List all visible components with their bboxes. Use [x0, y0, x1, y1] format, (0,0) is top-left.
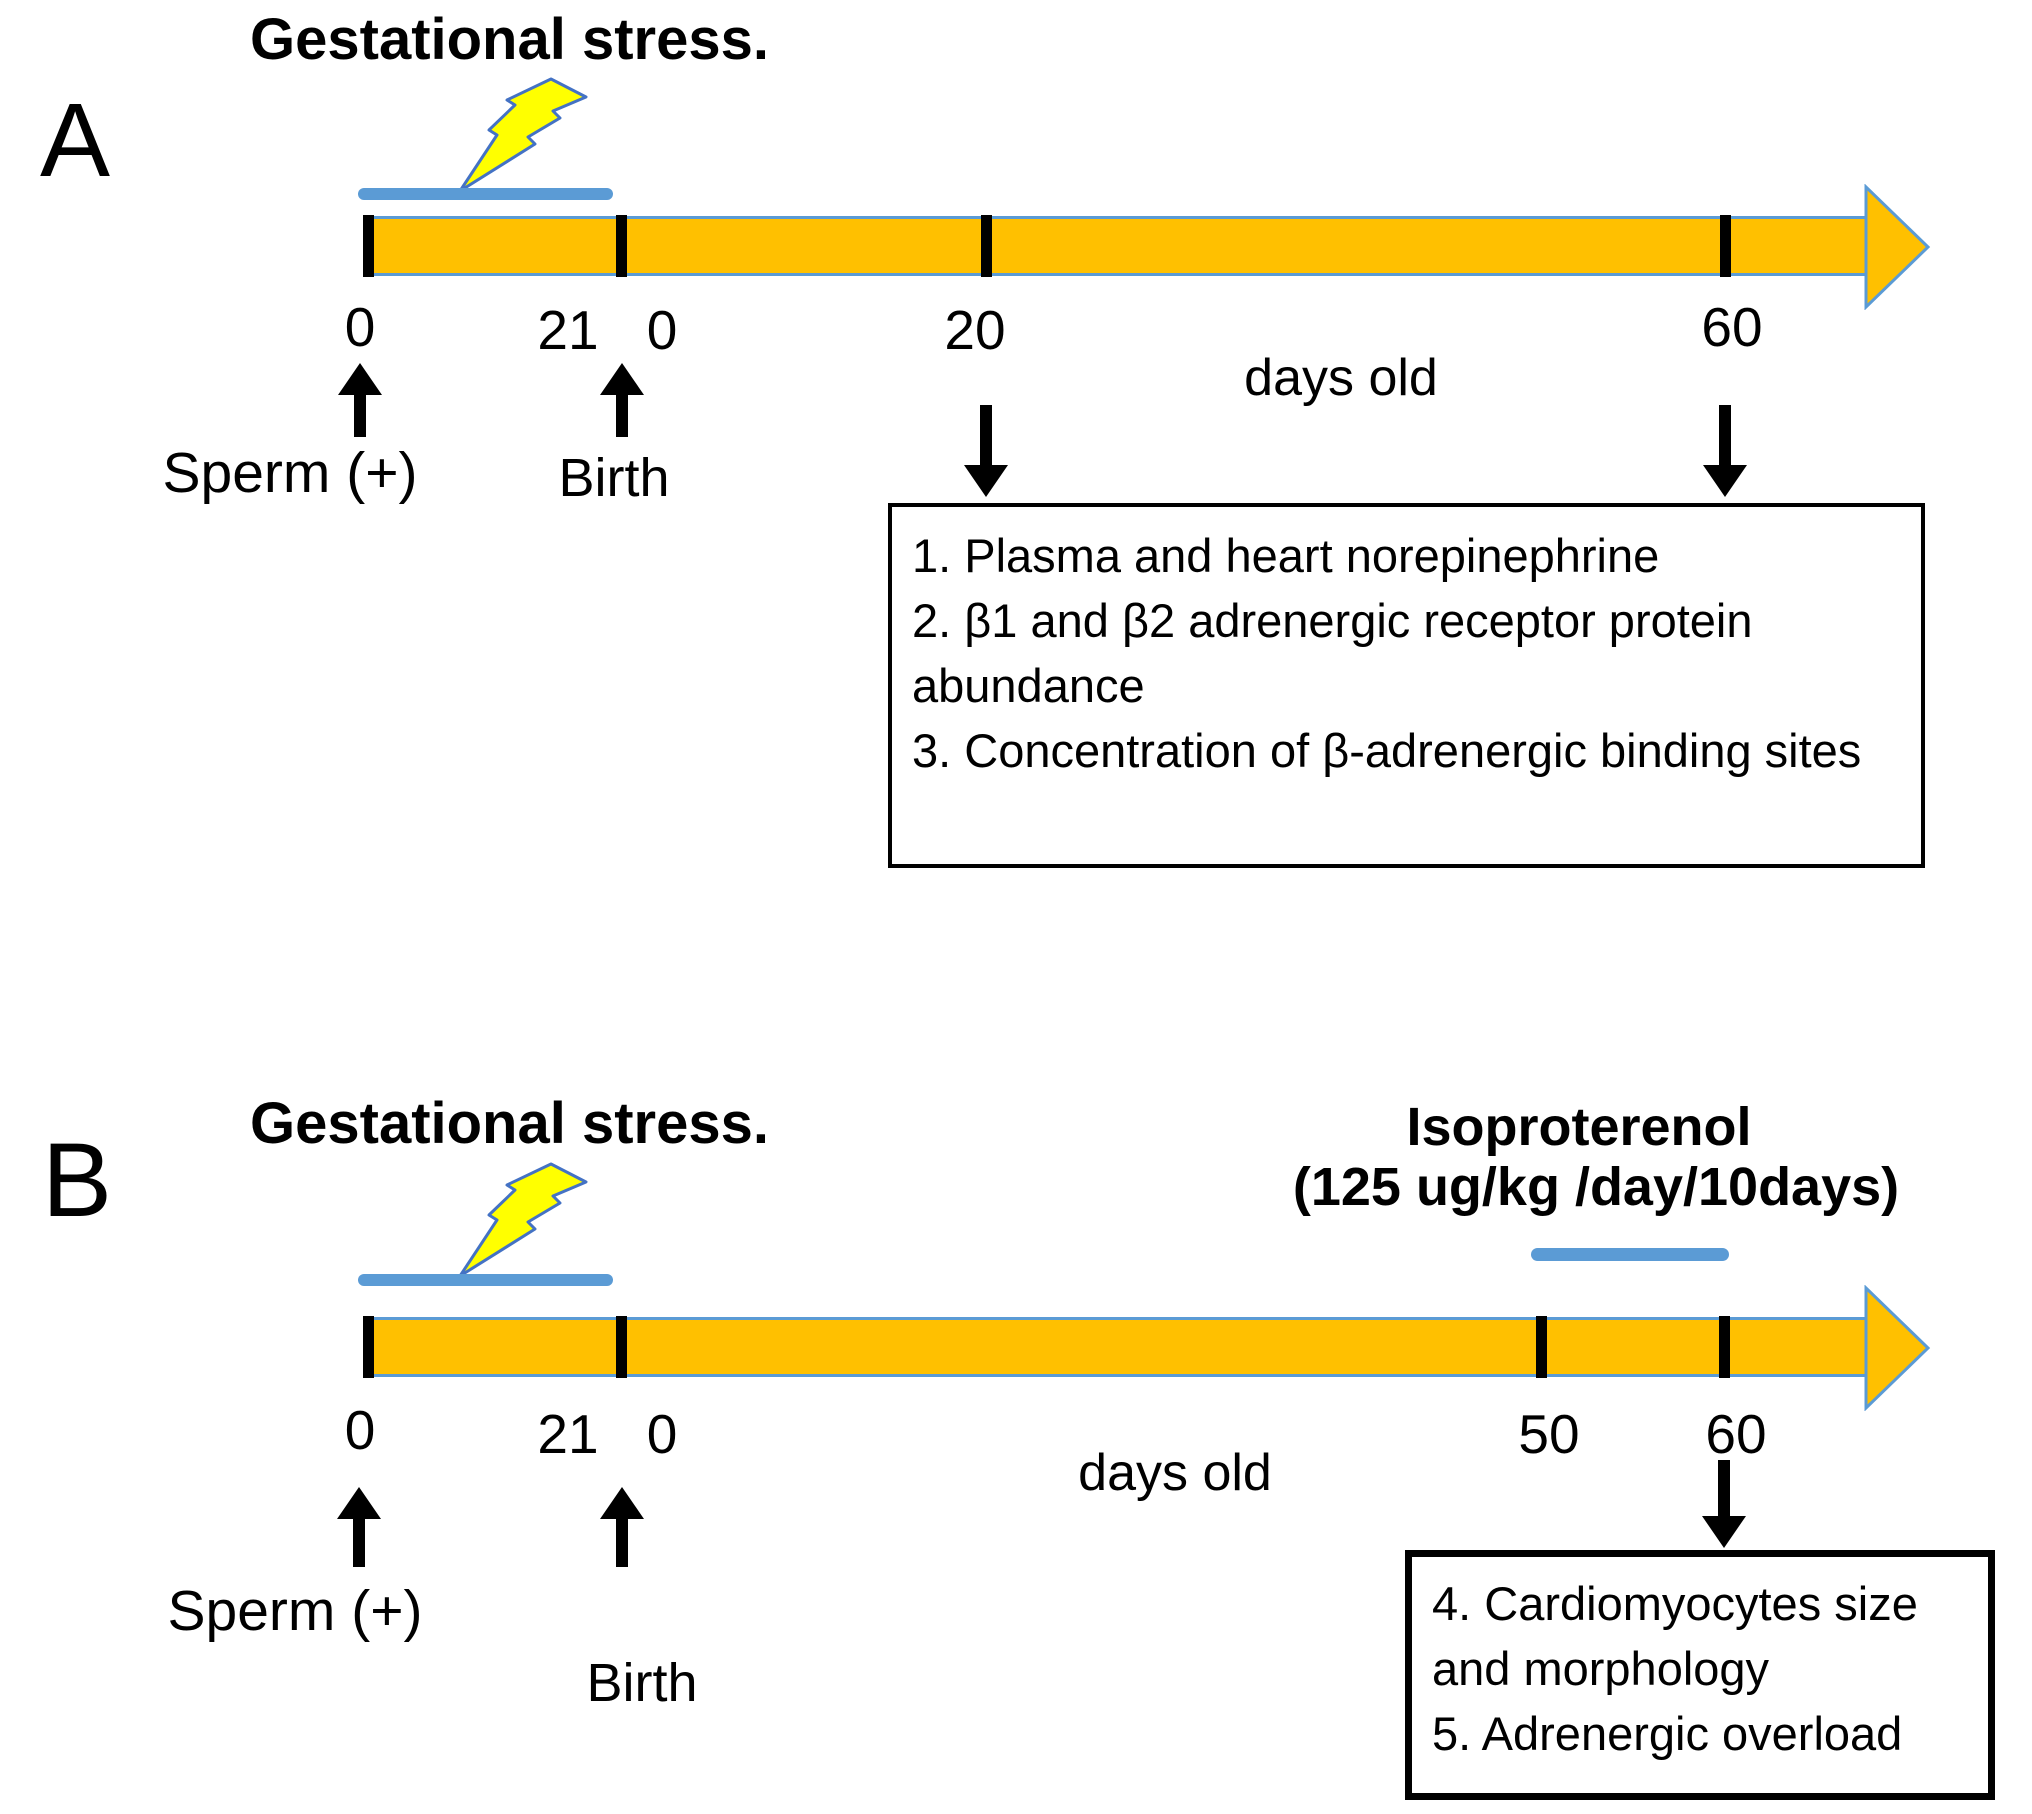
tick-label-a-21: 21: [537, 299, 599, 361]
gestation-period-line-a: [358, 188, 613, 200]
panel-a-letter: A: [40, 82, 111, 199]
tick-a-day21: [616, 215, 627, 277]
sperm-label-a: Sperm (+): [162, 441, 418, 505]
tick-label-b-21: 21: [537, 1403, 599, 1465]
box-b-item-4: 4. Cardiomyocytes size and morphology: [1432, 1577, 1918, 1695]
gestational-stress-title-a: Gestational stress.: [250, 7, 769, 72]
tick-label-a-0b: 0: [646, 299, 678, 361]
tick-label-b-50: 50: [1518, 1403, 1580, 1465]
timeline-arrowhead-a: [1864, 184, 1931, 310]
box-a-item-1: 1. Plasma and heart norepinephrine: [912, 529, 1660, 582]
days-old-label-b: days old: [1078, 1444, 1272, 1502]
days-old-label-a: days old: [1244, 349, 1438, 407]
isoproterenol-title-b: Isoproterenol: [1406, 1097, 1752, 1157]
measurements-box-a: 1. Plasma and heart norepinephrine 2. β1…: [888, 503, 1925, 868]
box-b-item-5: 5. Adrenergic overload: [1432, 1707, 1903, 1760]
lightning-bolt-icon-b: [458, 1162, 588, 1278]
box-a-item-2: 2. β1 and β2 adrenergic receptor protein…: [912, 594, 1753, 712]
tick-b-day21: [616, 1316, 627, 1378]
measurements-box-b: 4. Cardiomyocytes size and morphology 5.…: [1405, 1550, 1995, 1800]
tick-label-a-60: 60: [1701, 296, 1763, 358]
tick-b-day60: [1719, 1316, 1730, 1378]
panel-b-letter: B: [42, 1122, 113, 1239]
tick-b-day50: [1536, 1316, 1547, 1378]
tick-label-b-0: 0: [344, 1399, 376, 1461]
gestational-stress-title-b: Gestational stress.: [250, 1091, 769, 1156]
timeline-bar-a: [363, 216, 1867, 276]
isoproterenol-dose-b: (125 ug/kg /day/10days): [1292, 1157, 1900, 1217]
tick-label-b-60: 60: [1705, 1403, 1767, 1465]
tick-a-day20: [981, 215, 992, 277]
tick-b-day0: [363, 1316, 374, 1378]
timeline-bar-b: [363, 1317, 1867, 1377]
down-arrow-day20-a: [963, 405, 1009, 497]
down-arrow-day60-b: [1701, 1460, 1747, 1548]
up-arrow-sperm-b: [336, 1487, 382, 1567]
box-a-item-3: 3. Concentration of β-adrenergic binding…: [912, 724, 1862, 777]
up-arrow-sperm-a: [337, 363, 383, 437]
tick-a-day60: [1720, 215, 1731, 277]
birth-label-a: Birth: [558, 448, 670, 508]
gestation-period-line-b: [358, 1274, 613, 1286]
isoproterenol-period-line-b: [1531, 1248, 1729, 1261]
birth-label-b: Birth: [586, 1653, 698, 1713]
lightning-bolt-icon-a: [458, 77, 588, 193]
up-arrow-birth-a: [599, 363, 645, 437]
timeline-arrowhead-b: [1864, 1285, 1931, 1411]
tick-label-a-20: 20: [944, 299, 1006, 361]
up-arrow-birth-b: [599, 1487, 645, 1567]
tick-label-a-0: 0: [344, 296, 376, 358]
tick-label-b-0b: 0: [646, 1403, 678, 1465]
tick-a-day0: [363, 215, 374, 277]
sperm-label-b: Sperm (+): [167, 1579, 423, 1643]
down-arrow-day60-a: [1702, 405, 1748, 497]
